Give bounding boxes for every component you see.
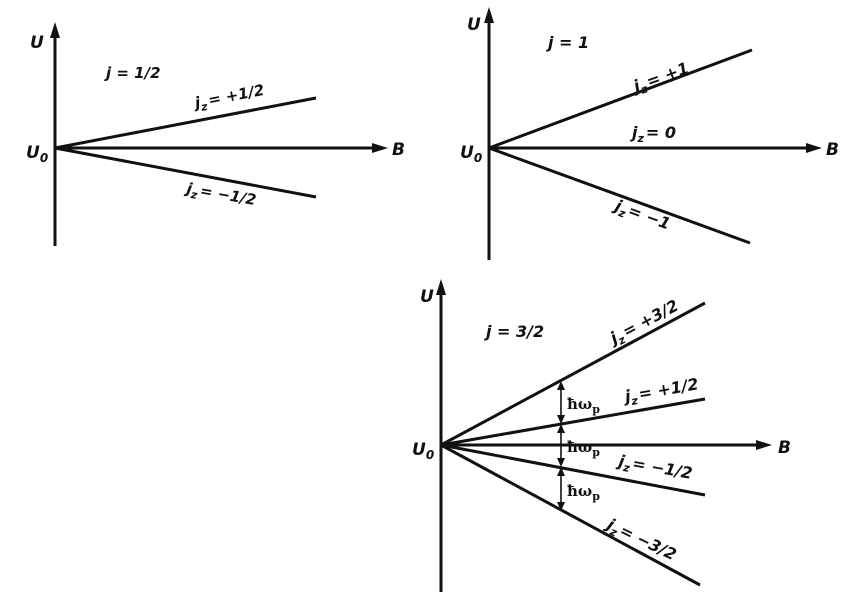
level-line-plus-half — [440, 397, 706, 447]
u-axis-arrow — [436, 279, 446, 295]
arrow-head — [557, 467, 565, 476]
arrow-head — [557, 458, 565, 467]
panel-title: j = 3/2 — [483, 322, 544, 341]
level-line-minus-three-halves — [440, 443, 701, 587]
level-line-plus-three-halves — [440, 301, 706, 447]
b-axis-label: B — [778, 438, 791, 458]
panel-j-three-halves: U B U0 j = 3/2 ħωp ħωp ħωp jz= +3/2 jz= … — [412, 279, 791, 592]
level-label-plus-half: jz= +1/2 — [620, 374, 700, 409]
origin-label: U0 — [412, 440, 434, 462]
spacing-label-middle: ħωp — [567, 438, 600, 459]
level-label-zero: jz= 0 — [629, 123, 676, 145]
u-axis-label: U — [30, 33, 44, 53]
origin-label: U0 — [26, 143, 48, 165]
spacing-arrows — [557, 381, 565, 511]
panel-title: j = 1/2 — [104, 64, 161, 82]
u-axis-arrow — [484, 7, 494, 23]
b-axis-arrow — [756, 440, 772, 450]
level-line-minus-half — [54, 146, 317, 199]
u-axis-label: U — [420, 287, 434, 307]
arrow-head — [557, 502, 565, 511]
origin-label: U0 — [460, 143, 482, 165]
u-axis-arrow — [50, 22, 60, 38]
panel-j-one: U B U0 j = 1 jz= +1 jz= 0 jz= −1 — [460, 7, 839, 260]
panel-title: j = 1 — [545, 33, 589, 52]
level-line-plus-one — [488, 48, 753, 150]
b-axis-arrow — [806, 143, 822, 153]
spacing-label-upper: ħωp — [567, 395, 600, 416]
u-axis-label: U — [467, 15, 481, 35]
level-label-minus-three-halves: jz= −3/2 — [600, 513, 679, 567]
level-label-plus-three-halves: jz= +3/2 — [604, 296, 683, 352]
arrow-head — [557, 415, 565, 424]
level-label-plus-one: jz= +1 — [628, 58, 692, 99]
b-axis-label: B — [392, 140, 405, 160]
level-label-minus-one: jz= −1 — [609, 195, 673, 236]
level-line-minus-one — [488, 146, 751, 245]
b-axis-arrow — [372, 143, 388, 153]
b-axis-label: B — [826, 140, 839, 160]
level-line-plus-half — [54, 96, 317, 150]
arrow-head — [557, 424, 565, 433]
arrow-head — [557, 381, 565, 390]
panel-j-half: U B U0 j = 1/2 jz= +1/2 jz= −1/2 — [26, 22, 405, 246]
level-line-minus-half — [440, 443, 706, 497]
spacing-label-lower: ħωp — [567, 482, 600, 503]
